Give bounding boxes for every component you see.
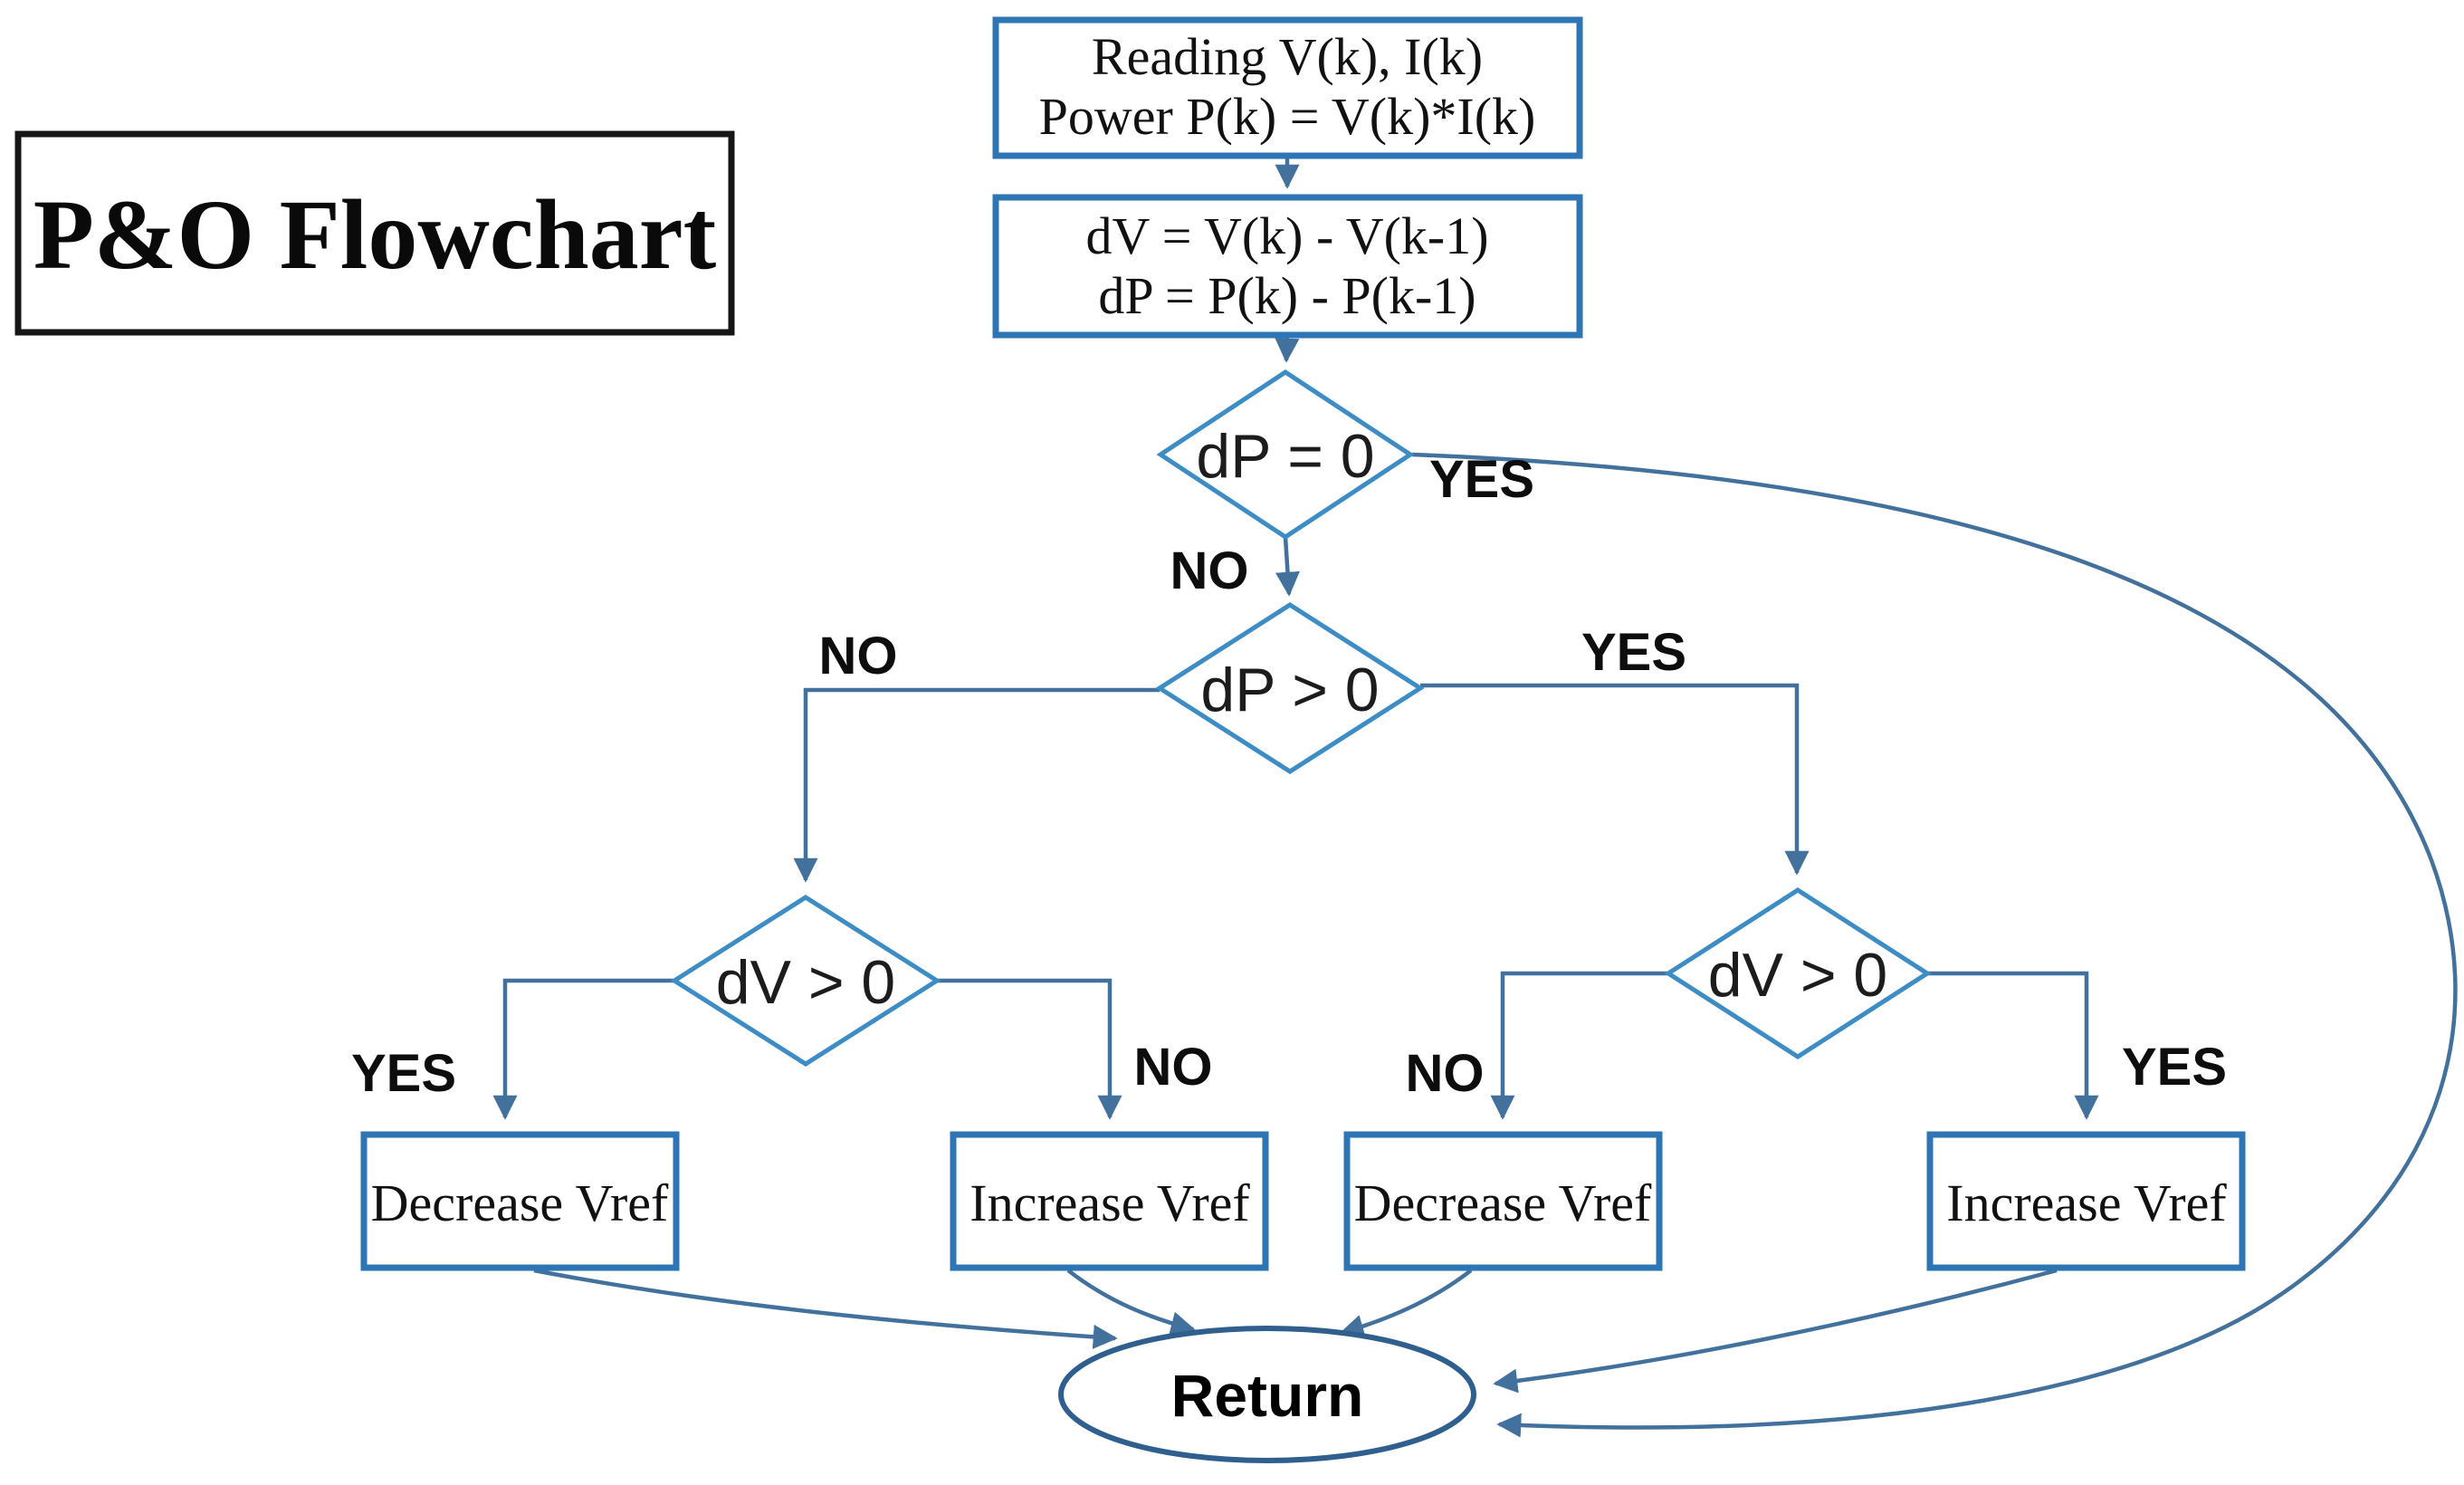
- decision-dv-right: dV > 0: [1664, 887, 1932, 1059]
- decision-dv-left-shape: [670, 895, 941, 1067]
- edge-increase-right-to-return: [1493, 1268, 2058, 1394]
- edge-dpgt0-no: [793, 687, 1160, 883]
- process-box-delta: dV = V(k) - V(k-1) dP = P(k) - P(k-1): [992, 194, 1583, 339]
- decision-dp-greater-0-label: dP > 0: [1200, 656, 1379, 724]
- process-reading-line1: Reading V(k), I(k): [1092, 27, 1483, 86]
- action-increase-left-label: Increase Vref: [969, 1174, 1250, 1232]
- edge-labels-group: YES NO NO YES YES NO NO YES: [351, 450, 2227, 1103]
- process-box-delta-border: [992, 194, 1583, 339]
- edge-dp0-yes-curve: [1411, 452, 2458, 1438]
- edge-delta-to-dp0: [1275, 336, 1300, 363]
- decision-dv-right-label: dV > 0: [1708, 941, 1888, 1010]
- terminator-return-shape: [1058, 1326, 1476, 1463]
- action-box-increase-right: Increase Vref: [1926, 1131, 2246, 1271]
- edge-label-dv-left-no: NO: [1134, 1038, 1213, 1097]
- edge-label-dpgt0-no: NO: [819, 627, 898, 685]
- edge-dv-right-no: [1490, 971, 1668, 1120]
- edge-dv-left-no: [937, 978, 1122, 1120]
- edge-increase-left-to-return: [1066, 1269, 1196, 1336]
- decision-dp-equals-0-shape: [1156, 369, 1415, 540]
- edge-decrease-right-to-return: [1339, 1269, 1473, 1339]
- title-box-border: [14, 130, 735, 336]
- decision-dp-greater-0: dP > 0: [1155, 602, 1425, 774]
- title-box: P&O Flowchart: [14, 130, 735, 336]
- action-decrease-left-label: Decrease Vref: [371, 1174, 669, 1232]
- action-box-increase-left: Increase Vref: [950, 1131, 1269, 1271]
- edge-label-dp0-yes: YES: [1429, 450, 1534, 509]
- action-box-increase-right-border: [1926, 1131, 2246, 1271]
- edge-decrease-left-to-return: [533, 1268, 1118, 1349]
- decision-dp-greater-0-shape: [1155, 602, 1425, 774]
- decision-dv-left-label: dV > 0: [716, 948, 896, 1017]
- action-box-decrease-left-border: [360, 1131, 680, 1271]
- process-delta-line2: dP = P(k) - P(k-1): [1098, 266, 1476, 325]
- edge-label-dv-right-no: NO: [1406, 1044, 1485, 1103]
- process-delta-line1: dV = V(k) - V(k-1): [1085, 206, 1488, 265]
- edge-dp0-no: [1275, 536, 1300, 597]
- decision-dv-left: dV > 0: [670, 895, 941, 1067]
- action-box-increase-left-border: [950, 1131, 1269, 1271]
- edge-label-dv-left-yes: YES: [351, 1044, 456, 1103]
- terminator-return: Return: [1058, 1326, 1476, 1463]
- process-box-reading-border: [992, 16, 1583, 159]
- edge-dv-left-yes: [492, 978, 674, 1120]
- action-box-decrease-left: Decrease Vref: [360, 1131, 680, 1271]
- edge-label-dv-right-yes: YES: [2122, 1038, 2227, 1097]
- decision-dp-equals-0: dP = 0: [1156, 369, 1415, 540]
- edges-group: [492, 158, 2458, 1438]
- decision-dp-equals-0-label: dP = 0: [1196, 422, 1374, 491]
- process-box-reading: Reading V(k), I(k) Power P(k) = V(k)*I(k…: [992, 16, 1583, 159]
- page-title: P&O Flowchart: [33, 179, 717, 290]
- edge-label-dp0-no: NO: [1170, 541, 1249, 600]
- edge-label-dpgt0-yes: YES: [1581, 623, 1686, 682]
- edge-dpgt0-yes: [1420, 683, 1810, 876]
- decision-dv-right-shape: [1664, 887, 1932, 1059]
- action-box-decrease-right: Decrease Vref: [1343, 1131, 1663, 1271]
- edge-dv-right-yes: [1927, 971, 2099, 1120]
- process-reading-line2: Power P(k) = V(k)*I(k): [1039, 87, 1536, 146]
- action-decrease-right-label: Decrease Vref: [1354, 1174, 1652, 1232]
- action-increase-right-label: Increase Vref: [1946, 1174, 2227, 1232]
- terminator-return-label: Return: [1171, 1362, 1364, 1429]
- action-box-decrease-right-border: [1343, 1131, 1663, 1271]
